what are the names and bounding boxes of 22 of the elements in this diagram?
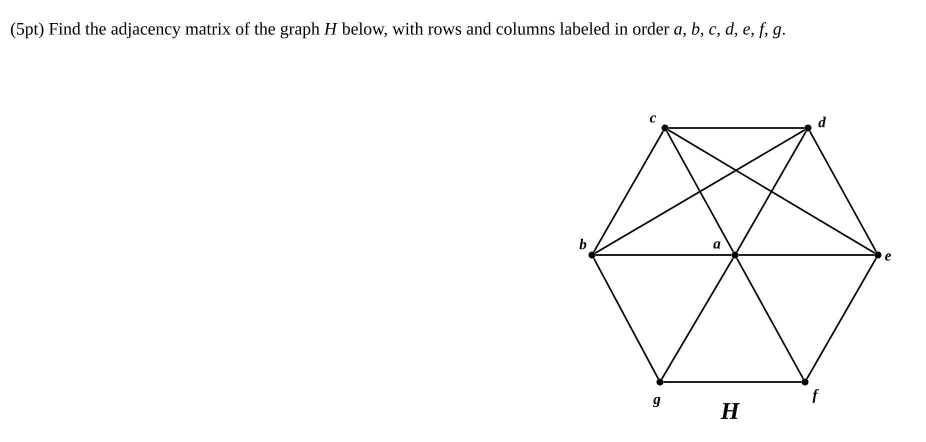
graph-edge [593,130,664,252]
graph-edge [806,258,877,380]
vertex-label: c [650,115,656,123]
graph-edge [668,127,804,129]
graph-edge [594,129,806,254]
graph-edge [809,130,877,252]
vertex-label: b [579,238,586,250]
graph-name: H [720,403,740,419]
graph-edge [664,381,802,383]
graph-edge [661,258,734,380]
graph-edge [666,130,734,252]
vertex-label: g [652,396,660,408]
graph-edge [738,254,874,256]
graph-edge [596,254,732,256]
graph-edge [736,130,807,252]
graph-edge [736,258,804,380]
graph-edge [668,129,876,254]
vertex-label: e [885,253,891,261]
graph-edge [593,258,660,380]
vertex-label: d [818,116,826,128]
vertex-label: a [713,241,720,249]
vertex-label: f [812,389,819,403]
